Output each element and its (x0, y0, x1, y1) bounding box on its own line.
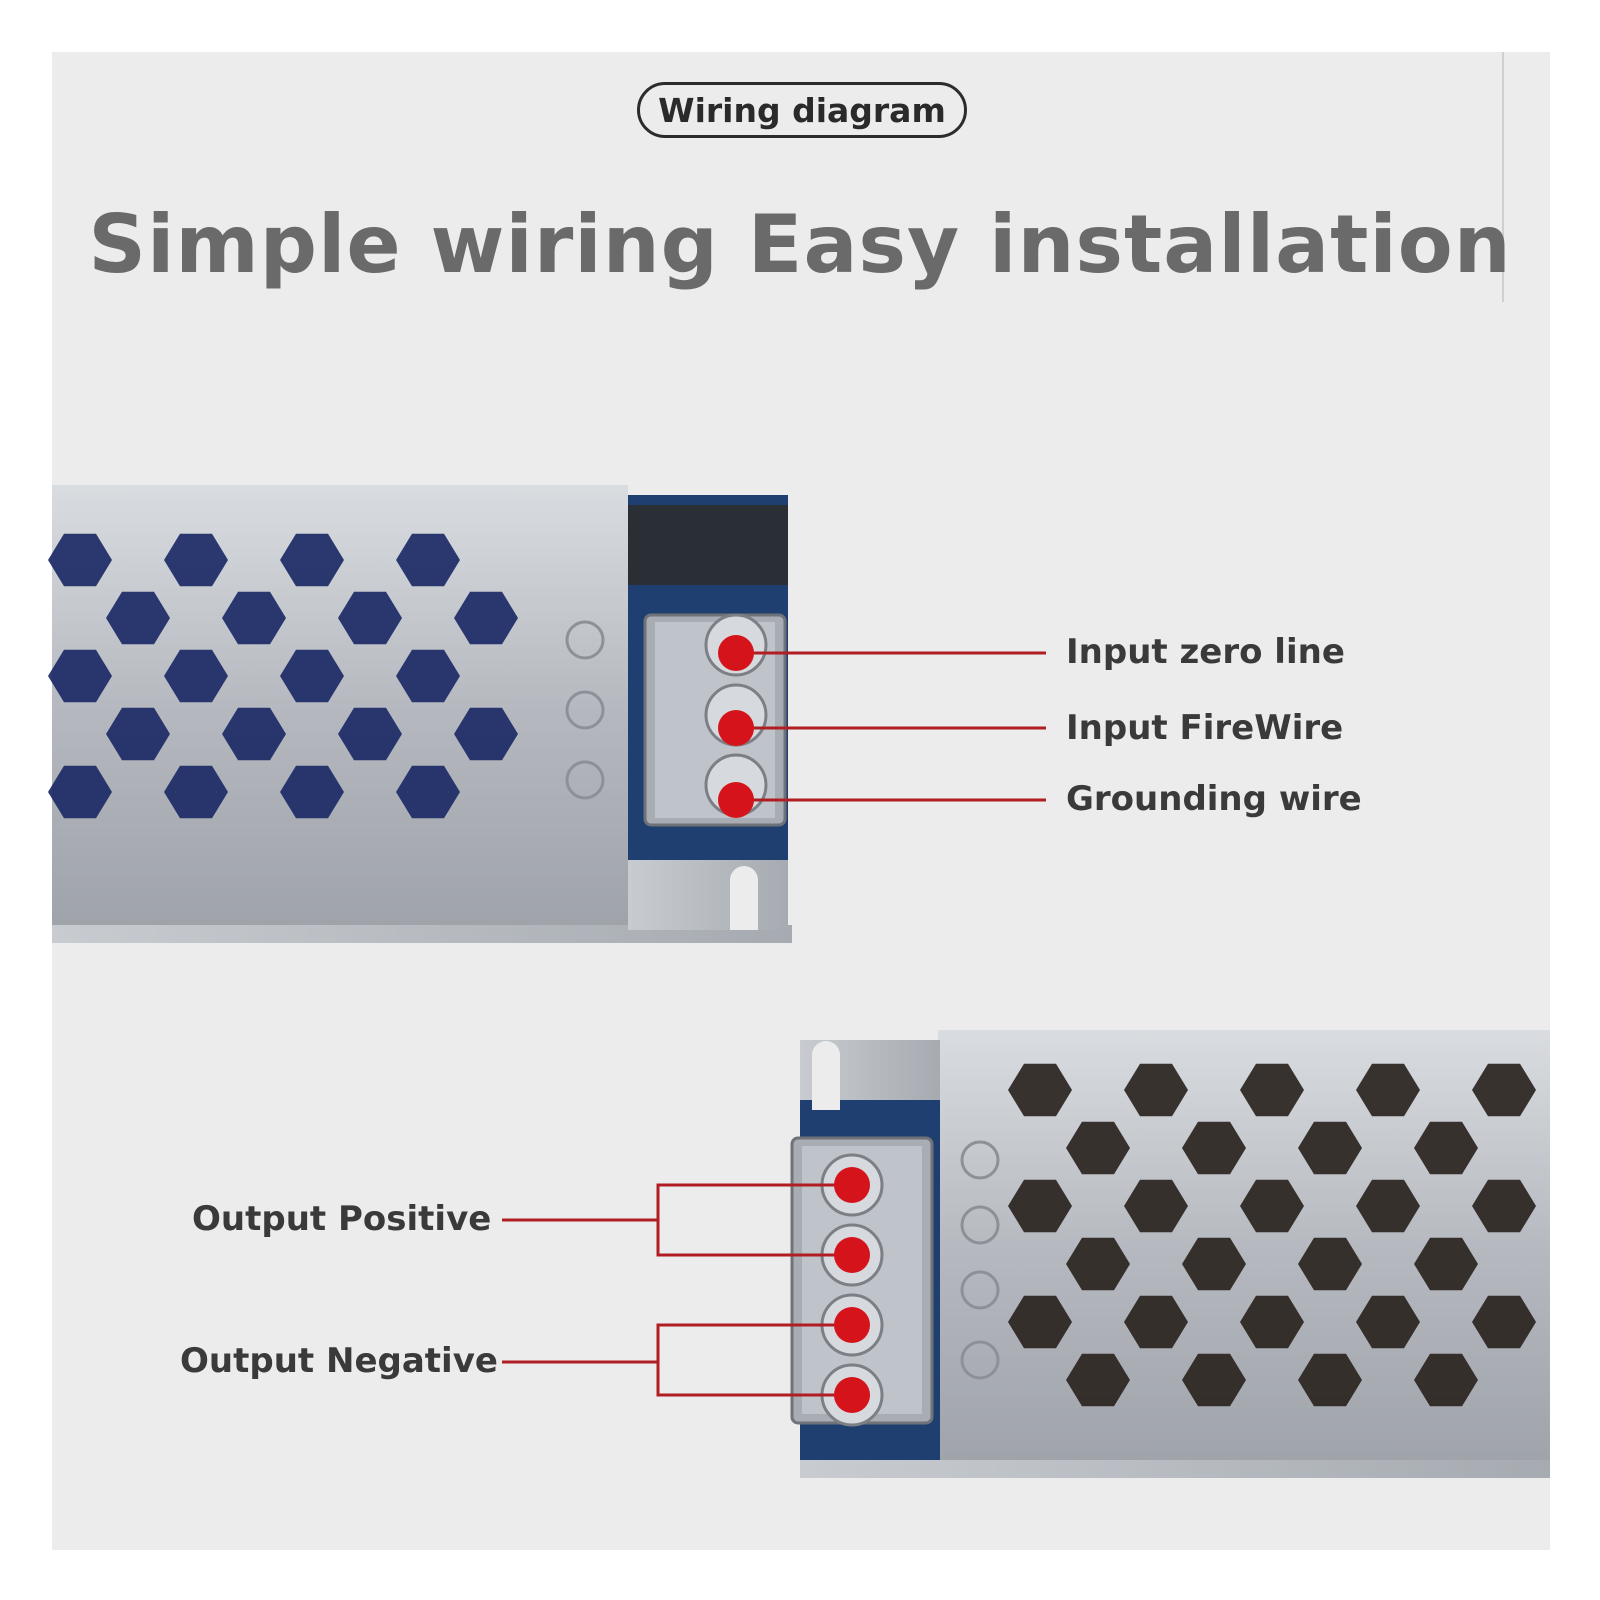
output-power-supply (790, 1030, 1550, 1478)
grille-hole (164, 649, 228, 703)
grille-hole (1182, 1121, 1246, 1175)
terminal-dot-positive-1 (834, 1167, 870, 1203)
input-leader-lines (736, 651, 1046, 802)
grille-hole (1182, 1237, 1246, 1291)
grille-hole (280, 649, 344, 703)
label-output-negative: Output Negative (180, 1341, 498, 1381)
grille-hole (1124, 1063, 1188, 1117)
input-power-supply (48, 485, 792, 943)
grille-hole (1414, 1237, 1478, 1291)
grille-hole (1472, 1295, 1536, 1349)
grille-hole (454, 591, 518, 645)
grille-hole (1066, 1353, 1130, 1407)
output-terminal-dots (834, 1167, 870, 1413)
terminal-dot-positive-2 (834, 1237, 870, 1273)
grille-hole (1472, 1179, 1536, 1233)
grille-hole (164, 533, 228, 587)
wiring-diagram-badge: Wiring diagram (637, 82, 967, 138)
terminal-dot-live (718, 710, 754, 746)
grille-hole (1240, 1063, 1304, 1117)
grille-hole (1124, 1179, 1188, 1233)
label-input-firewire: Input FireWire (1066, 708, 1344, 748)
grille-hole (1356, 1063, 1420, 1117)
grille-hole (1066, 1121, 1130, 1175)
grille-hole (280, 533, 344, 587)
grille-hole (338, 591, 402, 645)
grille-hole (338, 707, 402, 761)
grille-hole (48, 765, 112, 819)
grille-hole (164, 765, 228, 819)
grille-hole (1124, 1295, 1188, 1349)
grille-hole (1414, 1121, 1478, 1175)
label-input-zero-line: Input zero line (1066, 632, 1345, 672)
grille-hole (106, 591, 170, 645)
grille-hole (1356, 1179, 1420, 1233)
grille-hole (48, 649, 112, 703)
grille-hole (48, 533, 112, 587)
grille-hole (222, 707, 286, 761)
edge-divider (1502, 52, 1504, 302)
label-output-positive: Output Positive (192, 1199, 492, 1239)
terminal-dot-negative-2 (834, 1377, 870, 1413)
grille-hole (280, 765, 344, 819)
grille-hole (1298, 1121, 1362, 1175)
grille-hole (1240, 1295, 1304, 1349)
grille-hole (1066, 1237, 1130, 1291)
grille-hole (1182, 1353, 1246, 1407)
label-grounding-wire: Grounding wire (1066, 779, 1362, 819)
grille-hole (396, 649, 460, 703)
input-terminal-dots (718, 635, 754, 818)
page-title: Simple wiring Easy installation (88, 198, 1512, 291)
grille-hole (1356, 1295, 1420, 1349)
grille-hole (396, 765, 460, 819)
output-leader-lines (502, 1183, 852, 1397)
grille-hole (1414, 1353, 1478, 1407)
grille-hole (454, 707, 518, 761)
grille-hole (396, 533, 460, 587)
grille-hole (1008, 1179, 1072, 1233)
grille-hole (1008, 1295, 1072, 1349)
terminal-dot-negative-1 (834, 1307, 870, 1343)
grille-hole (1240, 1179, 1304, 1233)
grille-hole (1298, 1237, 1362, 1291)
grille-hole (1472, 1063, 1536, 1117)
terminal-dot-ground (718, 782, 754, 818)
grille-hole (1008, 1063, 1072, 1117)
terminal-dot-neutral (718, 635, 754, 671)
grille-hole (1298, 1353, 1362, 1407)
grille-hole (106, 707, 170, 761)
grille-hole (222, 591, 286, 645)
